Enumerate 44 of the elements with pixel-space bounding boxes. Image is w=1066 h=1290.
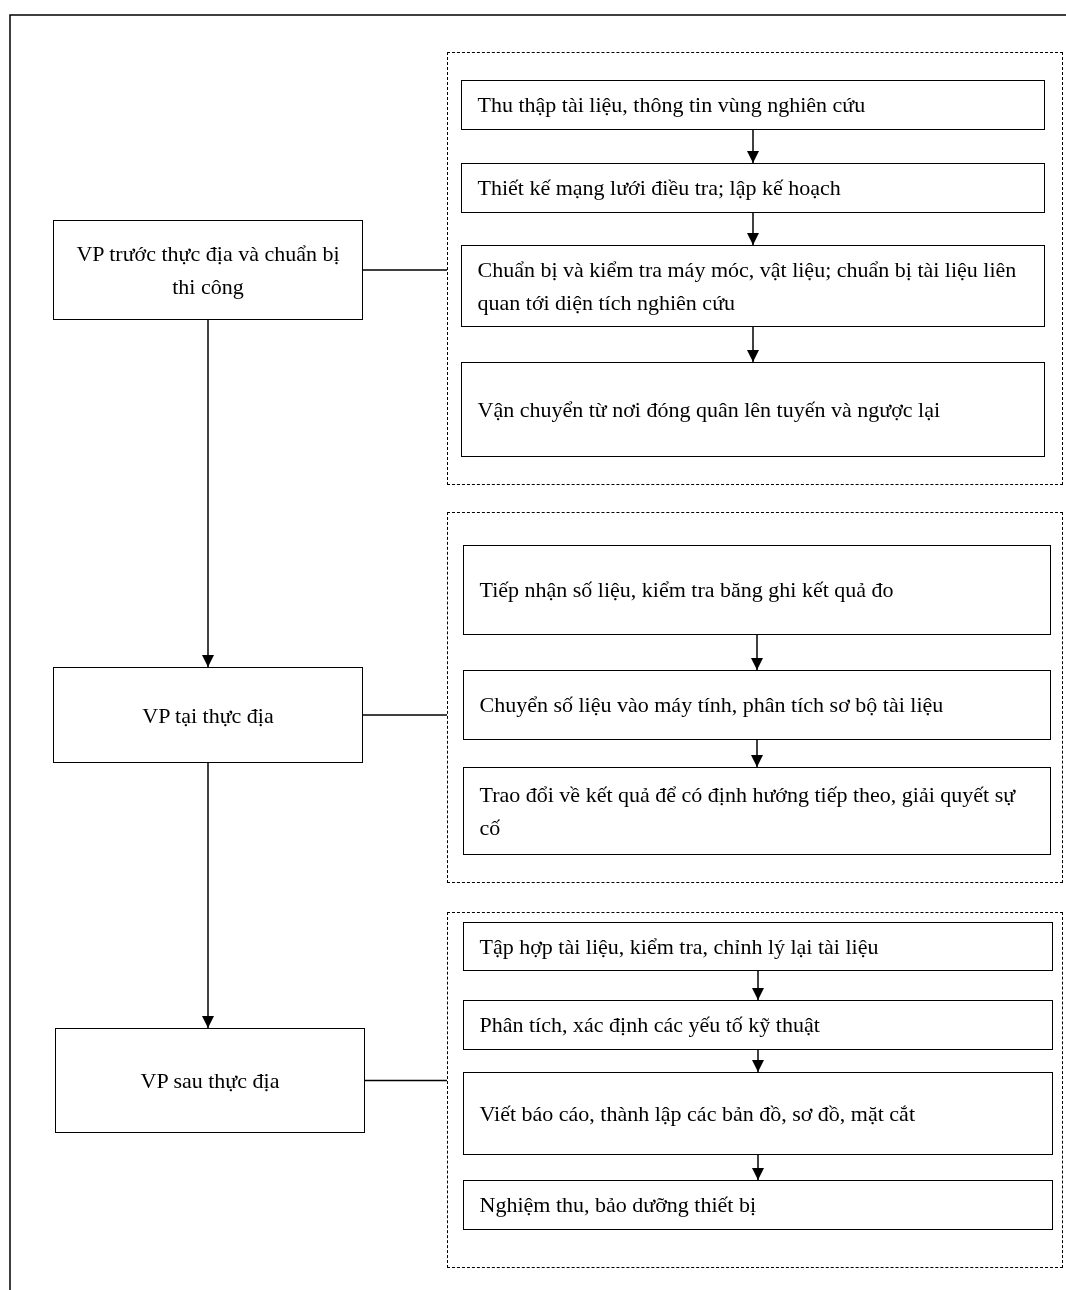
box-text: Tập hợp tài liệu, kiểm tra, chỉnh lý lại tài liệu: [479, 932, 879, 961]
box-text: Chuyển số liệu vào máy tính, phân tích sơ bộ tài liệu: [479, 691, 944, 719]
process-box: [462, 1071, 1053, 1155]
box-text: Thiết kế mạng lưới điều tra; lập kế hoạch: [477, 174, 841, 202]
box-text: Thu thập tài liệu, thông tin vùng nghiên cứu: [477, 91, 866, 119]
box-text: Viết báo cáo, thành lập các bản đồ, sơ đồ, mặt cắt: [479, 1099, 915, 1128]
box-text: Phân tích, xác định các yếu tố kỹ thuật: [479, 1011, 820, 1039]
connector-line: [362, 269, 448, 271]
process-box: [460, 361, 1045, 457]
arrow: [202, 762, 214, 1029]
box-text: VP tại thực địa: [142, 701, 274, 730]
arrow: [751, 634, 763, 671]
process-box: [460, 79, 1045, 130]
box-text: VP trước thực địa và chuẩn bị thi công: [75, 240, 341, 301]
process-box: [462, 544, 1051, 635]
process-box: [460, 162, 1045, 213]
process-box: [462, 669, 1051, 740]
dashed-group-frame: [447, 512, 1063, 883]
process-box: [55, 1028, 365, 1133]
arrow: [747, 129, 759, 164]
arrow: [747, 212, 759, 246]
process-box: [462, 921, 1053, 971]
arrow: [751, 739, 763, 768]
box-text: Vận chuyển từ nơi đóng quân lên tuyến và ngược lại: [477, 395, 941, 424]
connector-line: [364, 1079, 448, 1082]
arrow: [752, 1154, 764, 1181]
box-text: Nghiệm thu, bảo dưỡng thiết bị: [479, 1191, 757, 1219]
process-box: [53, 220, 363, 320]
process-box: [53, 667, 363, 763]
process-box: [460, 244, 1045, 327]
process-box: [462, 1179, 1053, 1230]
box-text: VP sau thực địa: [140, 1067, 280, 1095]
dashed-group-frame: [447, 912, 1063, 1268]
arrow: [747, 326, 759, 363]
box-text: Chuẩn bị và kiểm tra máy móc, vật liệu; chuẩn bị tài liệu liên quan tới diện tích nghiên cứu: [477, 255, 1018, 317]
box-text: Trao đổi về kết quả để có định hướng tiếp theo, giải quyết sự cố: [479, 780, 1017, 842]
arrow: [752, 970, 764, 1001]
box-text: Tiếp nhận số liệu, kiểm tra băng ghi kết quả đo: [479, 576, 894, 604]
arrow: [752, 1049, 764, 1073]
arrow: [202, 319, 214, 668]
process-box: [462, 999, 1053, 1050]
connector-line: [362, 714, 448, 716]
process-box: [462, 766, 1051, 855]
dashed-group-frame: [447, 52, 1063, 485]
